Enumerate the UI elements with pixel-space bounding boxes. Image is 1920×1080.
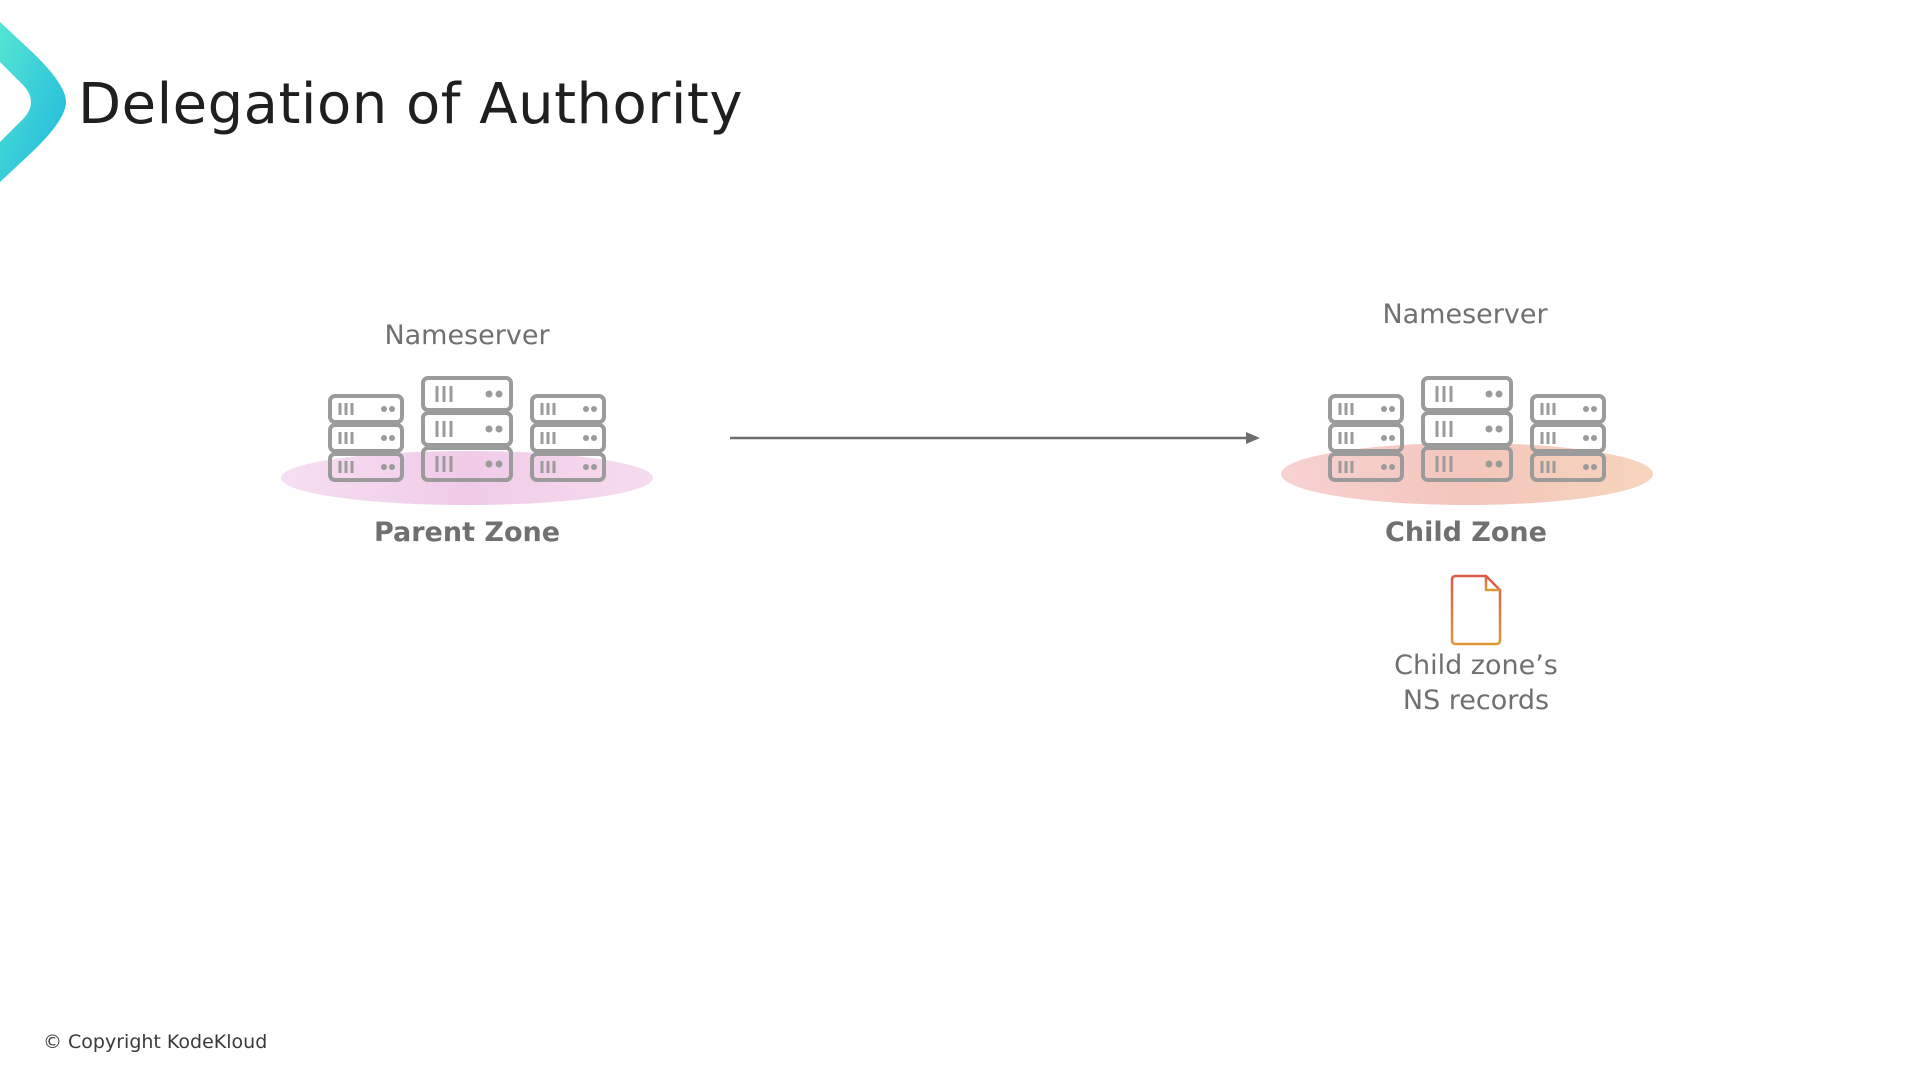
server-rack-icon — [328, 376, 606, 482]
child-nameserver-servers — [1281, 376, 1653, 505]
ns-records-line-1: Child zone’s — [1394, 650, 1558, 681]
ns-records-line-2: NS records — [1402, 685, 1550, 716]
parent-nameserver-servers — [281, 376, 653, 505]
parent-zone-label: Parent Zone — [373, 517, 561, 548]
copyright-notice: © Copyright KodeKloud — [43, 1031, 268, 1053]
ns-records-label: Child zone’s NS records — [1326, 648, 1626, 718]
child-zone-glow — [1281, 443, 1653, 505]
page-title: Delegation of Authority — [78, 72, 743, 137]
server-rack-icon — [1328, 376, 1606, 482]
child-zone-label: Child Zone — [1385, 517, 1547, 548]
brand-chevron-icon — [0, 22, 66, 182]
document-icon — [1450, 574, 1502, 646]
parent-nameserver-label: Nameserver — [384, 320, 550, 351]
delegation-arrow — [730, 432, 1260, 444]
child-nameserver-label: Nameserver — [1382, 299, 1548, 330]
arrow-head-icon — [1246, 432, 1260, 444]
